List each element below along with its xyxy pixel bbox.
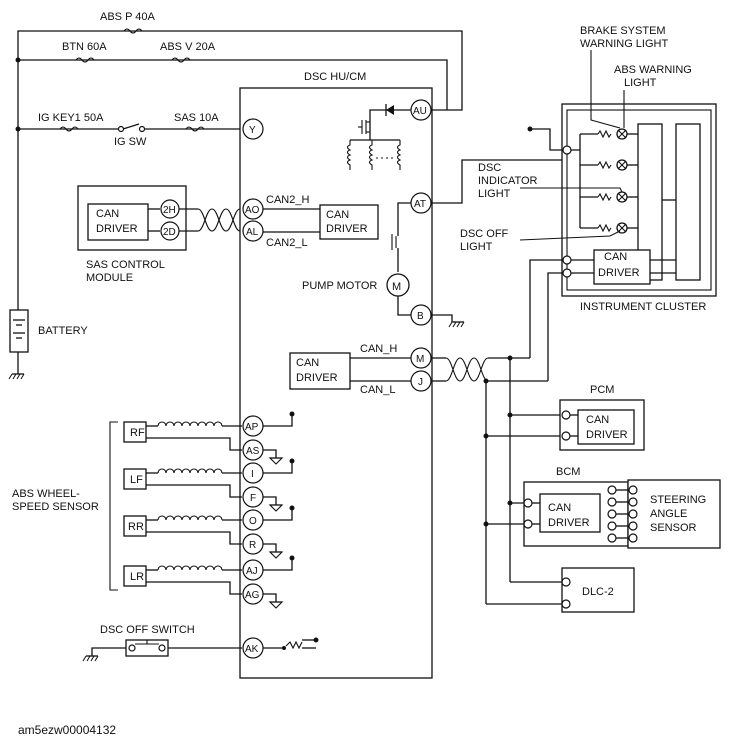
pcm-label: PCM <box>590 384 614 396</box>
brake-warning-label-2: WARNING LIGHT <box>580 38 668 50</box>
fuse-sas-symbol <box>185 126 205 132</box>
ic-can-driver-line1: CAN <box>604 251 627 263</box>
bcm-module <box>523 481 629 547</box>
fuse-abs-p-symbol <box>123 28 143 34</box>
dsc-can-driver-line2: DRIVER <box>296 372 338 384</box>
pin-ap: AP <box>245 422 259 433</box>
power-wires <box>15 28 463 320</box>
dsc-can2-driver-box <box>319 204 379 240</box>
dsc-right-pins: AU AT B M J <box>410 99 432 392</box>
dsc-can2-driver-line2: DRIVER <box>326 223 368 235</box>
sas-pin-2h: 2H <box>163 205 176 216</box>
sas-module-label-1: SAS CONTROL <box>86 259 165 271</box>
can-l-label-dsc: CAN_L <box>360 384 395 396</box>
fuse-sas-label: SAS 10A <box>174 112 219 124</box>
sensor-rf <box>123 411 295 465</box>
ig-switch-label: IG SW <box>114 136 147 148</box>
pcm-module <box>559 399 645 451</box>
pump-motor-label: PUMP MOTOR <box>302 280 377 292</box>
ic-can-driver-line2: DRIVER <box>598 267 640 279</box>
steering-angle-sensor <box>627 479 721 549</box>
fuse-ig-key1-symbol <box>59 126 79 132</box>
figure-id: am5ezw00004132 <box>18 723 117 737</box>
brake-warning-label-1: BRAKE SYSTEM <box>580 25 666 37</box>
dsc-can2-driver-line1: CAN <box>326 209 349 221</box>
instrument-cluster-label: INSTRUMENT CLUSTER <box>580 301 706 313</box>
pin-au: AU <box>413 106 427 117</box>
dsc-can-driver-line1: CAN <box>296 357 319 369</box>
pin-f: F <box>250 493 256 504</box>
pin-at: AT <box>414 199 426 210</box>
dsc-left-pins: Y AO AL <box>242 118 264 242</box>
fuse-abs-v-label: ABS V 20A <box>160 41 216 53</box>
dsc-indicator-label-2: INDICATOR <box>478 175 538 187</box>
sas-sensor-label-3: SENSOR <box>650 522 697 534</box>
sas-can-driver-line2: DRIVER <box>96 223 138 235</box>
pcm-can-driver-line1: CAN <box>586 414 609 426</box>
bcm-can-driver-line2: DRIVER <box>548 517 590 529</box>
sas-pin-2d: 2D <box>163 227 176 238</box>
pin-ag: AG <box>245 590 260 601</box>
sensor-rr <box>123 505 295 559</box>
main-can-bus <box>431 259 566 605</box>
fuse-abs-p-label: ABS P 40A <box>100 11 155 23</box>
dsc-off-light-label-1: DSC OFF <box>460 228 509 240</box>
pin-aj: AJ <box>246 566 258 577</box>
pin-r: R <box>249 540 256 551</box>
pin-o: O <box>249 516 257 527</box>
dsc-can-driver-box <box>289 352 351 390</box>
bcm-label: BCM <box>556 466 580 478</box>
sensor-lr-label: LR <box>130 571 144 583</box>
dlc-2-connector <box>561 567 635 613</box>
pin-m: M <box>416 354 424 365</box>
dsc-off-light-label-2: LIGHT <box>460 241 493 253</box>
sensor-lr <box>123 555 295 609</box>
fuse-btn-symbol <box>75 57 95 63</box>
can2-h-label: CAN2_H <box>266 194 309 206</box>
fuse-btn-label: BTN 60A <box>62 41 107 53</box>
pin-i: I <box>251 469 254 480</box>
can2-l-label: CAN2_L <box>266 237 308 249</box>
pin-al: AL <box>246 227 259 238</box>
sas-module-label-2: MODULE <box>86 272 133 284</box>
dsc-off-switch-label: DSC OFF SWITCH <box>100 624 195 636</box>
sensor-lf <box>123 458 295 512</box>
wheel-sensor-label-1: ABS WHEEL- <box>12 488 80 500</box>
sas-sensor-label-2: ANGLE <box>650 508 687 520</box>
abs-warning-label-1: ABS WARNING <box>614 64 692 76</box>
dlc-2-label: DLC-2 <box>582 586 614 598</box>
dsc-hu-cm-title: DSC HU/CM <box>304 71 366 83</box>
dsc-indicator-label-3: LIGHT <box>478 188 511 200</box>
instrument-cluster <box>519 50 717 297</box>
pin-b: B <box>417 311 424 322</box>
wheel-speed-sensors <box>109 421 118 591</box>
pin-as: AS <box>246 446 260 457</box>
abs-warning-label-2: LIGHT <box>624 77 657 89</box>
pcm-can-driver-line2: DRIVER <box>586 429 628 441</box>
ig-switch-symbol <box>122 123 140 130</box>
battery-label: BATTERY <box>38 325 88 337</box>
pin-y: Y <box>249 125 256 136</box>
pin-j: J <box>418 377 423 388</box>
pin-ak: AK <box>245 644 259 655</box>
sensor-rf-label: RF <box>130 427 145 439</box>
bcm-can-driver-line1: CAN <box>548 502 571 514</box>
wheel-sensor-label-2: SPEED SENSOR <box>12 501 99 513</box>
sas-sensor-label-1: STEERING <box>650 494 706 506</box>
pin-ao: AO <box>245 205 260 216</box>
dsc-indicator-label-1: DSC <box>478 162 501 174</box>
sensor-rr-label: RR <box>128 521 144 533</box>
twisted-pair-sas <box>179 208 241 232</box>
sensor-lf-label: LF <box>130 474 143 486</box>
can-h-label-dsc: CAN_H <box>360 343 397 355</box>
battery-symbol <box>8 309 29 380</box>
fuse-abs-v-symbol <box>171 57 191 63</box>
sas-can-driver-line1: CAN <box>96 208 119 220</box>
dsc-off-switch <box>82 637 319 662</box>
pump-motor-glyph: M <box>392 281 401 293</box>
fuse-ig-key1-label: IG KEY1 50A <box>38 112 104 124</box>
